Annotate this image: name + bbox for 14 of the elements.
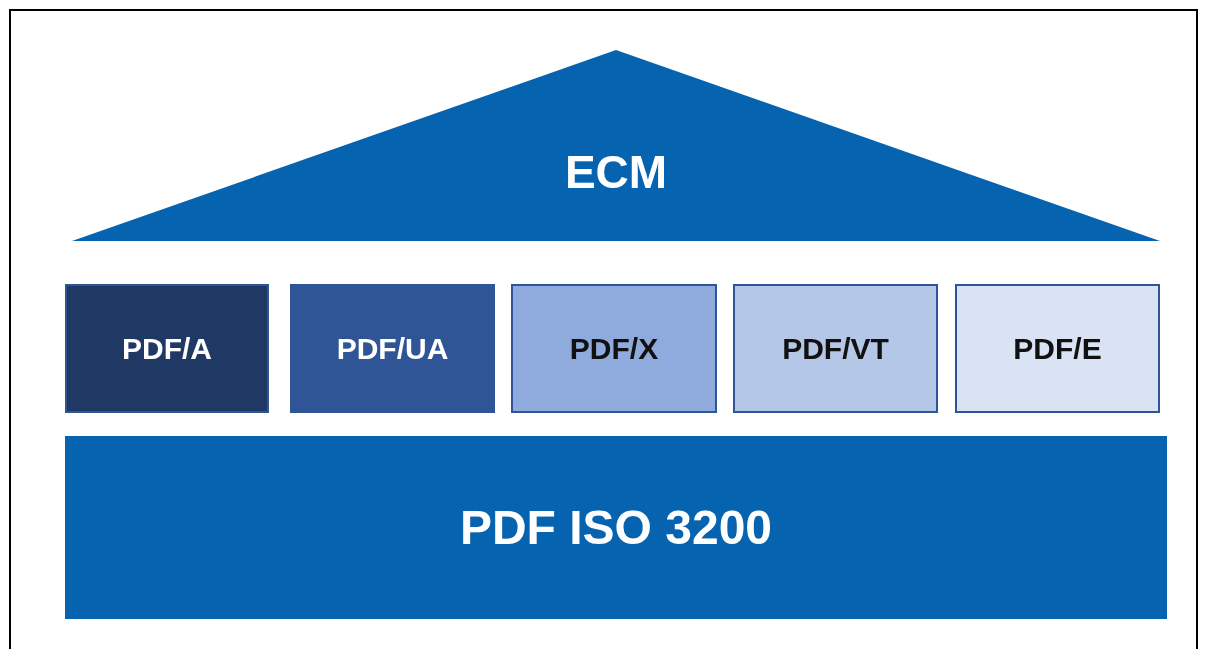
roof-triangle	[72, 50, 1160, 241]
node-label: PDF ISO 3200	[459, 500, 773, 555]
node-label: ECM	[564, 145, 668, 199]
standard-box	[511, 284, 717, 413]
standard-box	[733, 284, 938, 413]
node-label: PDF/X	[569, 331, 659, 366]
node-label: PDF/A	[122, 331, 212, 366]
standard-box	[290, 284, 495, 413]
foundation-bar	[65, 436, 1167, 619]
standard-box	[65, 284, 269, 413]
node-label: PDF/E	[1013, 331, 1102, 366]
node-label: PDF/VT	[782, 331, 889, 366]
node-label: PDF/UA	[336, 331, 449, 366]
standard-box	[955, 284, 1160, 413]
